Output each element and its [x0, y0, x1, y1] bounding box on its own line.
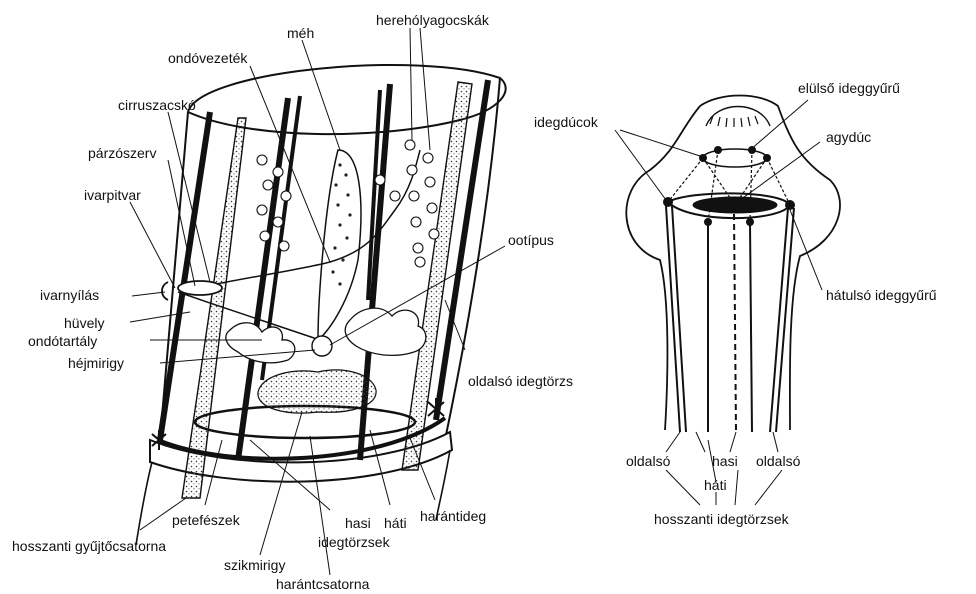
label-idegtorzsek: idegtörzsek	[318, 534, 391, 550]
label-hejmirigy: héjmirigy	[68, 355, 124, 371]
label-ootipus: ootípus	[508, 232, 554, 248]
label-herehólyagocskak: herehólyagocskák	[376, 12, 490, 28]
label-oldalso-idegtorzs: oldalsó idegtörzs	[468, 373, 573, 389]
label-parzoszerv: párzószerv	[88, 145, 156, 161]
ovary-right	[345, 308, 426, 355]
label-idegducok: idegdúcok	[534, 114, 599, 130]
label-hatulso-ideggyuru: hátulsó ideggyűrű	[826, 287, 937, 303]
label-hati: háti	[384, 515, 407, 531]
label-szikmirigy: szikmirigy	[224, 557, 285, 573]
label-ondovezetek: ondóvezeték	[168, 50, 248, 66]
collecting-canal-left	[182, 118, 246, 498]
scolex-drawing	[626, 96, 840, 433]
label-agyduc: agydúc	[826, 129, 871, 145]
label-hasi: hasi	[345, 515, 371, 531]
label-hati-right: háti	[704, 477, 727, 493]
label-huvely: hüvely	[64, 315, 104, 331]
genital-pore	[162, 282, 168, 300]
proglottid-drawing	[136, 65, 506, 545]
cirrus-sac	[178, 281, 222, 295]
label-cirruszacsko: cirruszacskó	[118, 97, 196, 113]
label-hosszanti-idegtorzsek: hosszanti idegtörzsek	[654, 511, 790, 527]
label-petefeszek: petefészek	[172, 512, 241, 528]
label-oldalso-left: oldalsó	[626, 453, 671, 469]
label-ondotartaly: ondótartály	[28, 333, 97, 349]
label-ivarnyilas: ivarnyílás	[40, 287, 99, 303]
label-hasi-right: hasi	[712, 453, 738, 469]
label-ivarpitvar: ivarpitvar	[84, 187, 141, 203]
scolex-outline	[626, 96, 840, 431]
vitelline-gland	[258, 370, 376, 413]
label-meh: méh	[287, 25, 314, 41]
label-oldalso-right: oldalsó	[756, 453, 801, 469]
label-hosszanti-gyujtocsatorna: hosszanti gyűjtőcsatorna	[12, 538, 166, 554]
label-harantcsatorna: harántcsatorna	[276, 576, 370, 592]
uterus	[318, 150, 361, 340]
ootype	[312, 336, 332, 356]
label-harantideg: harántideg	[420, 508, 486, 524]
label-elulso-ideggyuru: elülső ideggyűrű	[798, 80, 900, 96]
